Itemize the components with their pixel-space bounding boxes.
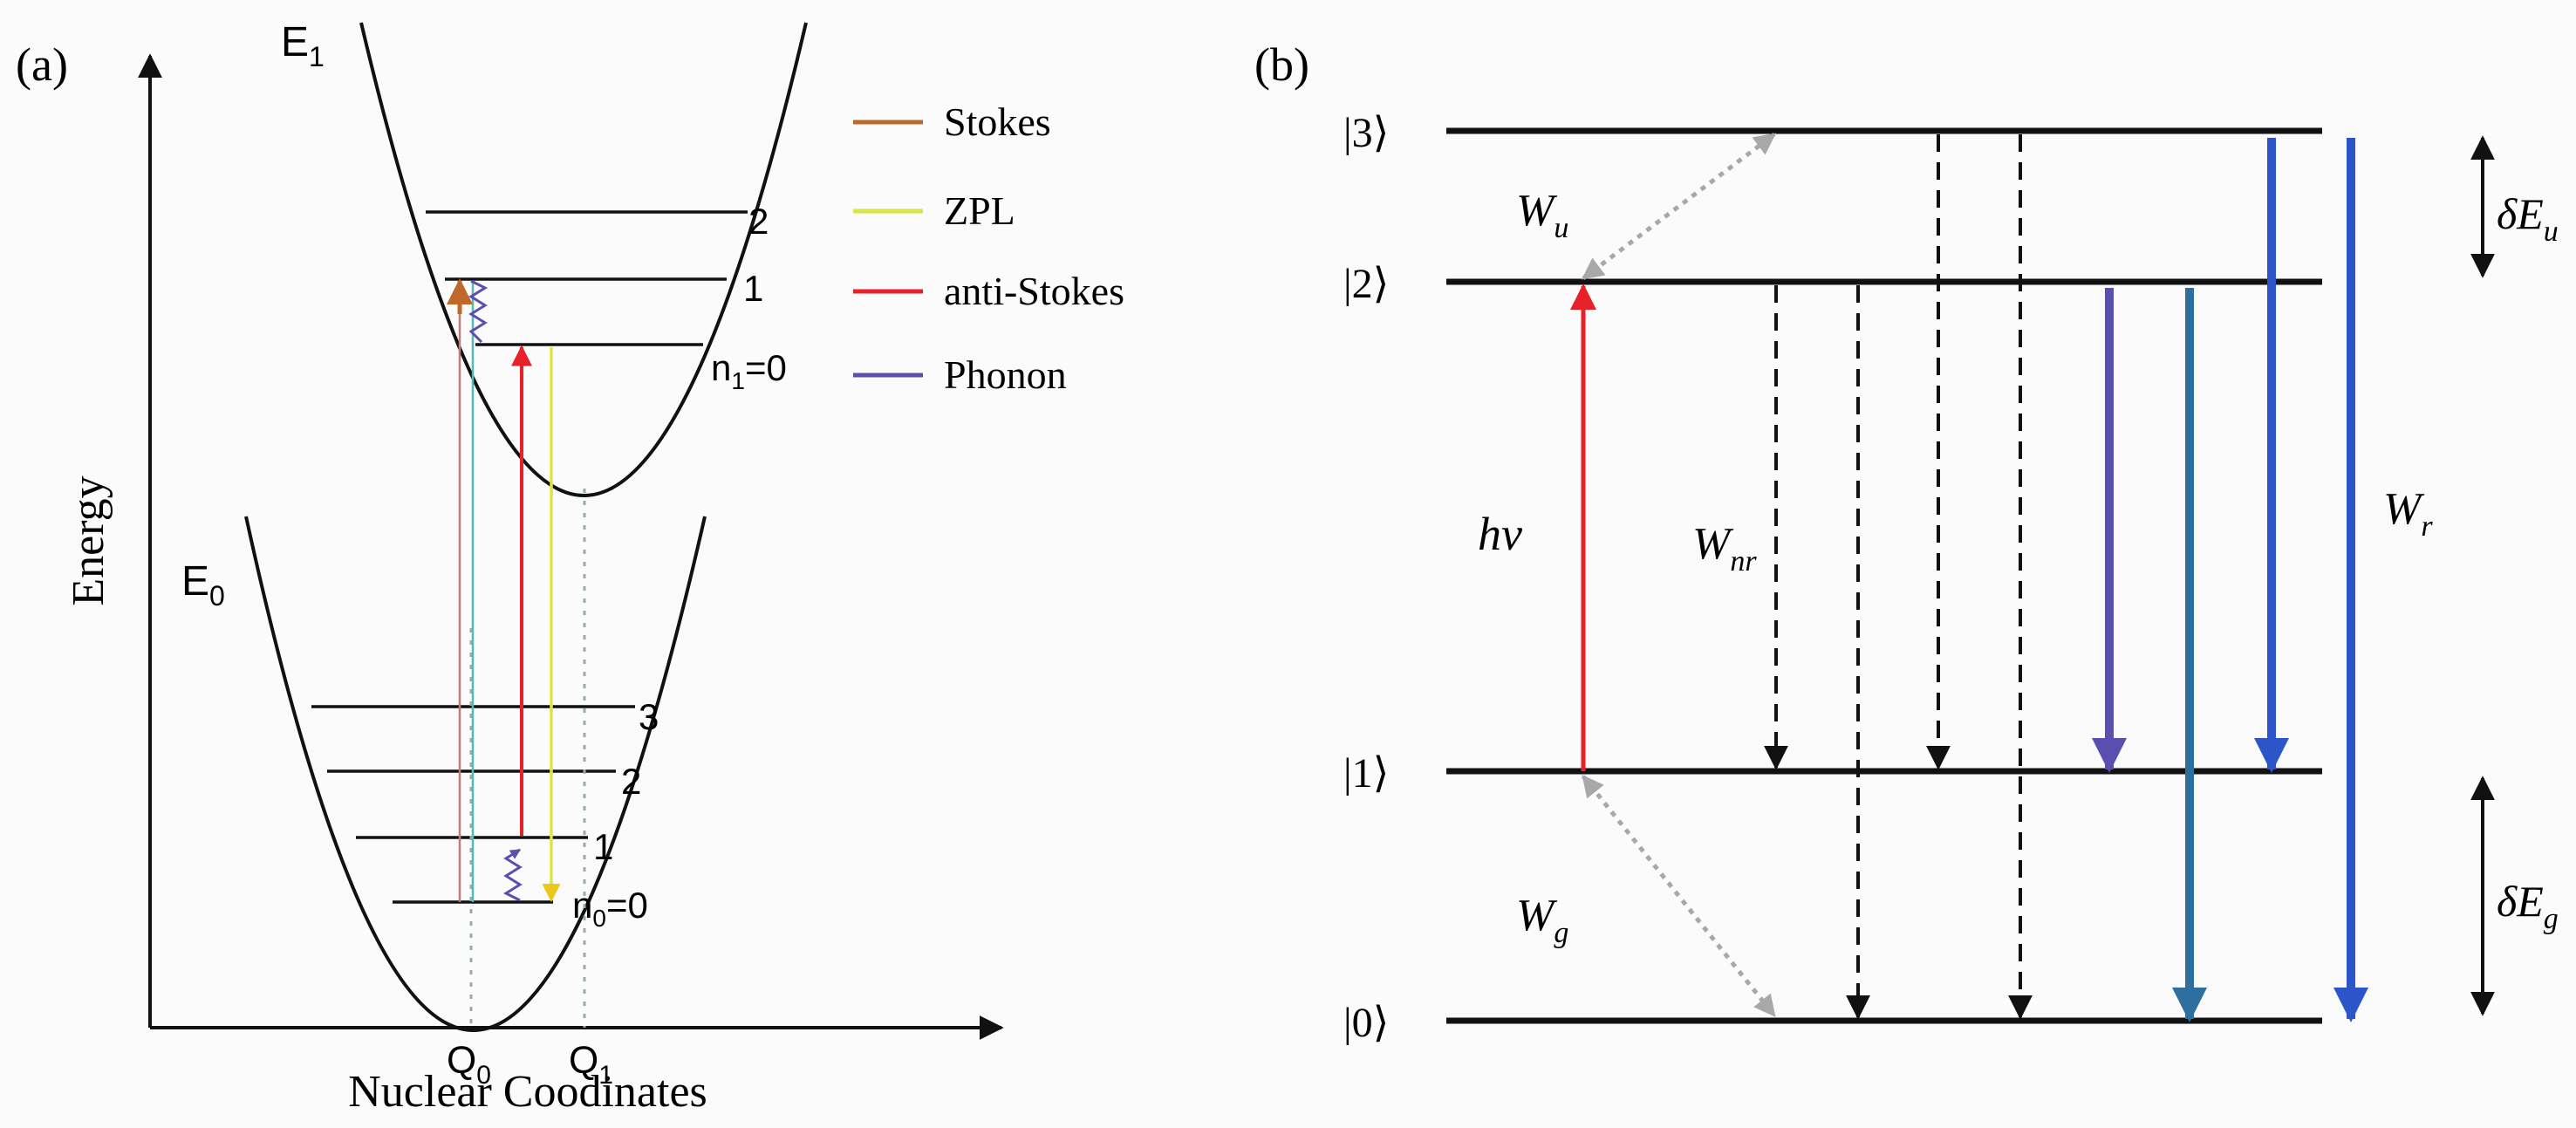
w-g-label: Wg — [1516, 891, 1568, 949]
lower-level-3-label: 3 — [639, 696, 659, 737]
state-1-label: |1⟩ — [1343, 750, 1389, 796]
lower-phonon-squiggle — [502, 848, 523, 902]
legend-label-stokes: Stokes — [944, 99, 1051, 144]
legend-label-phonon: Phonon — [944, 352, 1067, 397]
excitation-label: hv — [1478, 508, 1522, 560]
q1-label: Q1 — [569, 1039, 613, 1090]
x-axis-label: Nuclear Coodinates — [348, 1067, 707, 1117]
delta-e-g-label: δEg — [2497, 877, 2559, 935]
lower-potential-curve — [244, 516, 707, 1032]
state-3-label: |3⟩ — [1343, 110, 1389, 156]
legend: Stokes ZPL anti-Stokes Phonon — [853, 99, 1124, 397]
lower-level-1-label: 1 — [593, 826, 613, 867]
panel-a-label: (a) — [16, 38, 68, 91]
upper-curve-label: E1 — [281, 19, 325, 72]
lower-curve-label: E0 — [181, 558, 225, 612]
q0-label: Q0 — [447, 1039, 491, 1090]
y-axis-label: Energy — [64, 475, 113, 605]
w-g-relaxation-arrow — [1582, 775, 1776, 1017]
upper-level-2-label: 2 — [748, 201, 769, 242]
lower-level-2-label: 2 — [621, 761, 641, 802]
panel-b-label: (b) — [1254, 38, 1309, 91]
panel-b: (b) |3⟩ |2⟩ |1⟩ |0⟩ Wu Wg hv Wnr Wr δEu — [1254, 38, 2559, 1046]
legend-label-zpl: ZPL — [944, 188, 1015, 233]
legend-label-anti-stokes: anti-Stokes — [944, 269, 1124, 313]
w-nr-label: Wnr — [1692, 519, 1757, 578]
upper-level-1-label: 1 — [743, 268, 763, 309]
upper-phonon-squiggle — [468, 279, 489, 344]
state-0-label: |0⟩ — [1343, 1000, 1389, 1046]
upper-level-0-label: n1=0 — [711, 347, 787, 394]
w-u-relaxation-arrow — [1582, 133, 1776, 280]
delta-e-u-label: δEu — [2497, 189, 2559, 248]
state-2-label: |2⟩ — [1343, 261, 1389, 307]
w-u-label: Wu — [1516, 186, 1568, 244]
lower-level-0-label: n0=0 — [572, 885, 648, 932]
w-r-label: Wr — [2383, 484, 2433, 543]
upper-potential-curve — [359, 22, 808, 497]
panel-a: (a) Energy Nuclear Coodinates E1 2 1 n1=… — [16, 19, 1124, 1117]
